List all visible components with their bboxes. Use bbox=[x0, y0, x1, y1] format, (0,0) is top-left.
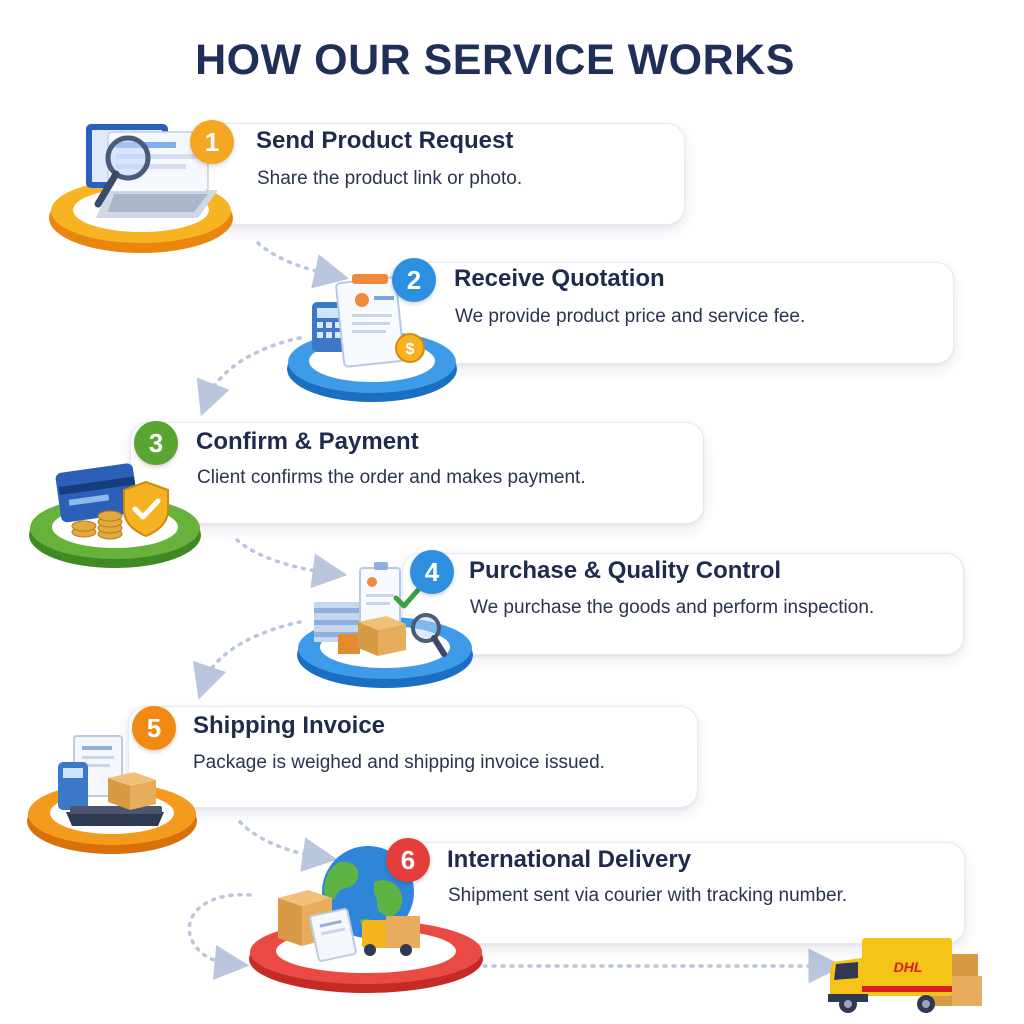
svg-text:$: $ bbox=[406, 341, 415, 358]
step-description-2: We provide product price and service fee… bbox=[455, 306, 806, 327]
step-title-6: International Delivery bbox=[447, 846, 692, 873]
step-description-6: Shipment sent via courier with tracking … bbox=[448, 885, 848, 906]
quotation-document-icon: $ bbox=[312, 274, 425, 368]
step-title-5: Shipping Invoice bbox=[193, 712, 386, 739]
step-card-2 bbox=[390, 262, 954, 364]
step-card-1 bbox=[190, 123, 685, 225]
warehouse-inspection-icon bbox=[314, 562, 447, 657]
scale-package-icon bbox=[58, 735, 164, 826]
step-description-1: Share the product link or photo. bbox=[257, 168, 523, 189]
step-number-badge-6: 6 bbox=[386, 838, 430, 882]
step-number-badge-4: 4 bbox=[410, 550, 454, 594]
page-title: HOW OUR SERVICE WORKS bbox=[195, 36, 795, 84]
step-card-3 bbox=[130, 422, 704, 524]
step-card-4 bbox=[402, 553, 964, 655]
truck-brand-logo: DHL bbox=[894, 959, 923, 975]
step-number-badge-1: 1 bbox=[190, 120, 234, 164]
step-number-badge-3: 3 bbox=[134, 421, 178, 465]
step-description-4: We purchase the goods and perform inspec… bbox=[470, 597, 875, 618]
step-title-2: Receive Quotation bbox=[454, 265, 665, 292]
arrow-4-5 bbox=[192, 620, 302, 700]
step-number-badge-5: 5 bbox=[132, 706, 176, 750]
step-description-5: Package is weighed and shipping invoice … bbox=[193, 752, 605, 773]
step-description-3: Client confirms the order and makes paym… bbox=[197, 467, 586, 488]
delivery-truck-icon: DHL bbox=[828, 938, 982, 1013]
payment-card-shield-icon bbox=[55, 463, 169, 540]
step-title-1: Send Product Request bbox=[256, 127, 514, 154]
step-card-5 bbox=[128, 706, 698, 808]
step-title-4: Purchase & Quality Control bbox=[469, 557, 782, 584]
step-number-badge-2: 2 bbox=[392, 258, 436, 302]
arrow-6-left bbox=[187, 893, 252, 980]
step-title-3: Confirm & Payment bbox=[196, 428, 419, 455]
laptop-magnifier-icon bbox=[86, 124, 218, 218]
